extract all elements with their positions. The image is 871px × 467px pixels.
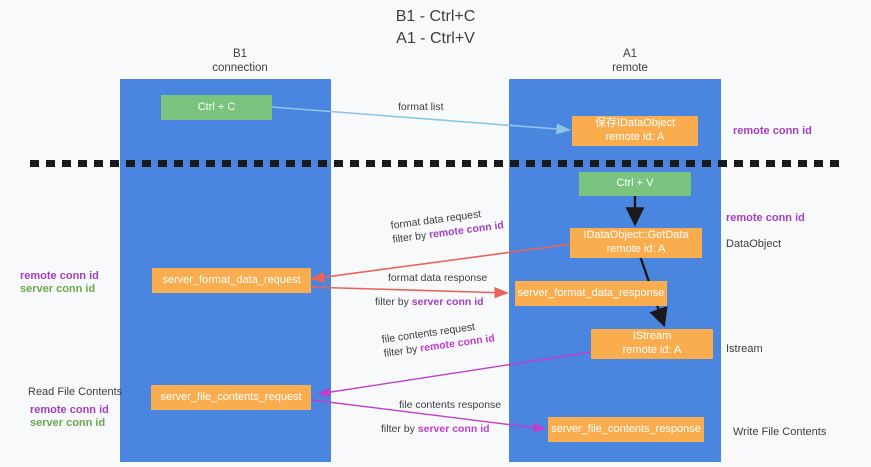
edge-label-format-data-request: format data request filter by remote con…	[390, 205, 504, 246]
column-name-b1: B1	[232, 48, 248, 60]
annotation-left-server-conn-id-bottom: server conn id	[30, 417, 106, 429]
annotation-left-remote-conn-id-mid: remote conn id	[20, 270, 99, 282]
phase-divider	[30, 160, 845, 167]
node-server-format-data-response-label: server_format_data_response	[517, 286, 665, 299]
annotation-write-file-contents: Write File Contents	[733, 426, 827, 438]
node-server-file-contents-request-label: server_file_contents_request	[160, 390, 302, 403]
node-server-file-contents-request[interactable]: server_file_contents_request	[151, 385, 311, 410]
node-server-file-contents-response[interactable]: server_file_contents_response	[548, 417, 704, 442]
title-line-1: B1 - Ctrl+C	[395, 8, 476, 25]
edge-label-format-data-request-prefix: filter by	[391, 229, 430, 246]
edge-label-format-list: format list	[398, 101, 444, 113]
edge-label-format-data-response: format data response filter by server co…	[375, 272, 488, 308]
edge-label-format-data-response-line1: format data response	[388, 272, 488, 284]
edge-label-file-contents-response-key: server conn id	[417, 423, 490, 435]
node-server-format-data-request-label: server_format_data_request	[162, 273, 301, 286]
edge-label-file-contents-response-line2: filter by server conn id	[381, 423, 501, 435]
annotation-left-remote-conn-id-bottom: remote conn id	[30, 404, 109, 416]
node-ctrl-c-label: Ctrl + C	[197, 100, 236, 113]
node-ctrl-v[interactable]: Ctrl + V	[579, 172, 691, 196]
annotation-left-server-conn-id-mid: server conn id	[20, 283, 96, 295]
node-getdata-sub: remote id: A	[606, 243, 666, 255]
node-server-format-data-response[interactable]: server_format_data_response	[515, 281, 667, 306]
node-istream-sub: remote id: A	[622, 344, 682, 356]
annotation-remote-conn-id-mid: remote conn id	[726, 212, 805, 224]
column-header-a1: A1 remote	[545, 47, 715, 76]
edge-label-file-contents-response: file contents response filter by server …	[381, 399, 502, 435]
node-server-file-contents-response-label: server_file_contents_response	[551, 422, 701, 435]
annotation-remote-conn-id-top: remote conn id	[733, 125, 812, 137]
column-header-b1: B1 connection	[155, 47, 325, 76]
edge-label-file-contents-request: file contents request filter by remote c…	[381, 318, 496, 360]
column-role-b1: connection	[212, 62, 268, 75]
node-server-format-data-request[interactable]: server_format_data_request	[152, 268, 311, 293]
column-name-a1: A1	[622, 48, 638, 60]
edge-label-file-contents-response-prefix: filter by	[381, 423, 418, 435]
node-ctrl-v-label: Ctrl + V	[616, 177, 654, 190]
node-ctrl-c[interactable]: Ctrl + C	[161, 95, 272, 120]
node-istream[interactable]: IStream remote id: A	[591, 329, 713, 359]
edge-label-format-list-line1: format list	[398, 101, 444, 113]
annotation-read-file-contents: Read File Contents	[28, 386, 123, 398]
annotation-istream: Istream	[726, 343, 763, 355]
node-save-dataobject[interactable]: 保存IDataObject remote id: A	[572, 116, 698, 146]
edge-label-file-contents-request-prefix: filter by	[382, 342, 422, 360]
page-title: B1 - Ctrl+C A1 - Ctrl+V	[0, 6, 871, 49]
node-getdata[interactable]: IDataObject::GetData remote id: A	[570, 228, 702, 258]
edge-label-format-data-response-prefix: filter by	[375, 296, 412, 308]
edge-label-format-data-response-key: server conn id	[411, 296, 484, 308]
column-role-a1: remote	[612, 62, 648, 75]
node-getdata-label: IDataObject::GetData	[583, 229, 689, 242]
node-save-dataobject-sub: remote id: A	[605, 131, 665, 143]
annotation-dataobject: DataObject	[726, 238, 782, 250]
title-line-2: A1 - Ctrl+V	[396, 29, 475, 47]
node-save-dataobject-label: 保存IDataObject	[594, 117, 676, 130]
node-istream-label: IStream	[632, 330, 672, 343]
edge-label-file-contents-response-line1: file contents response	[399, 399, 502, 411]
edge-label-format-data-response-line2: filter by server conn id	[375, 296, 487, 308]
